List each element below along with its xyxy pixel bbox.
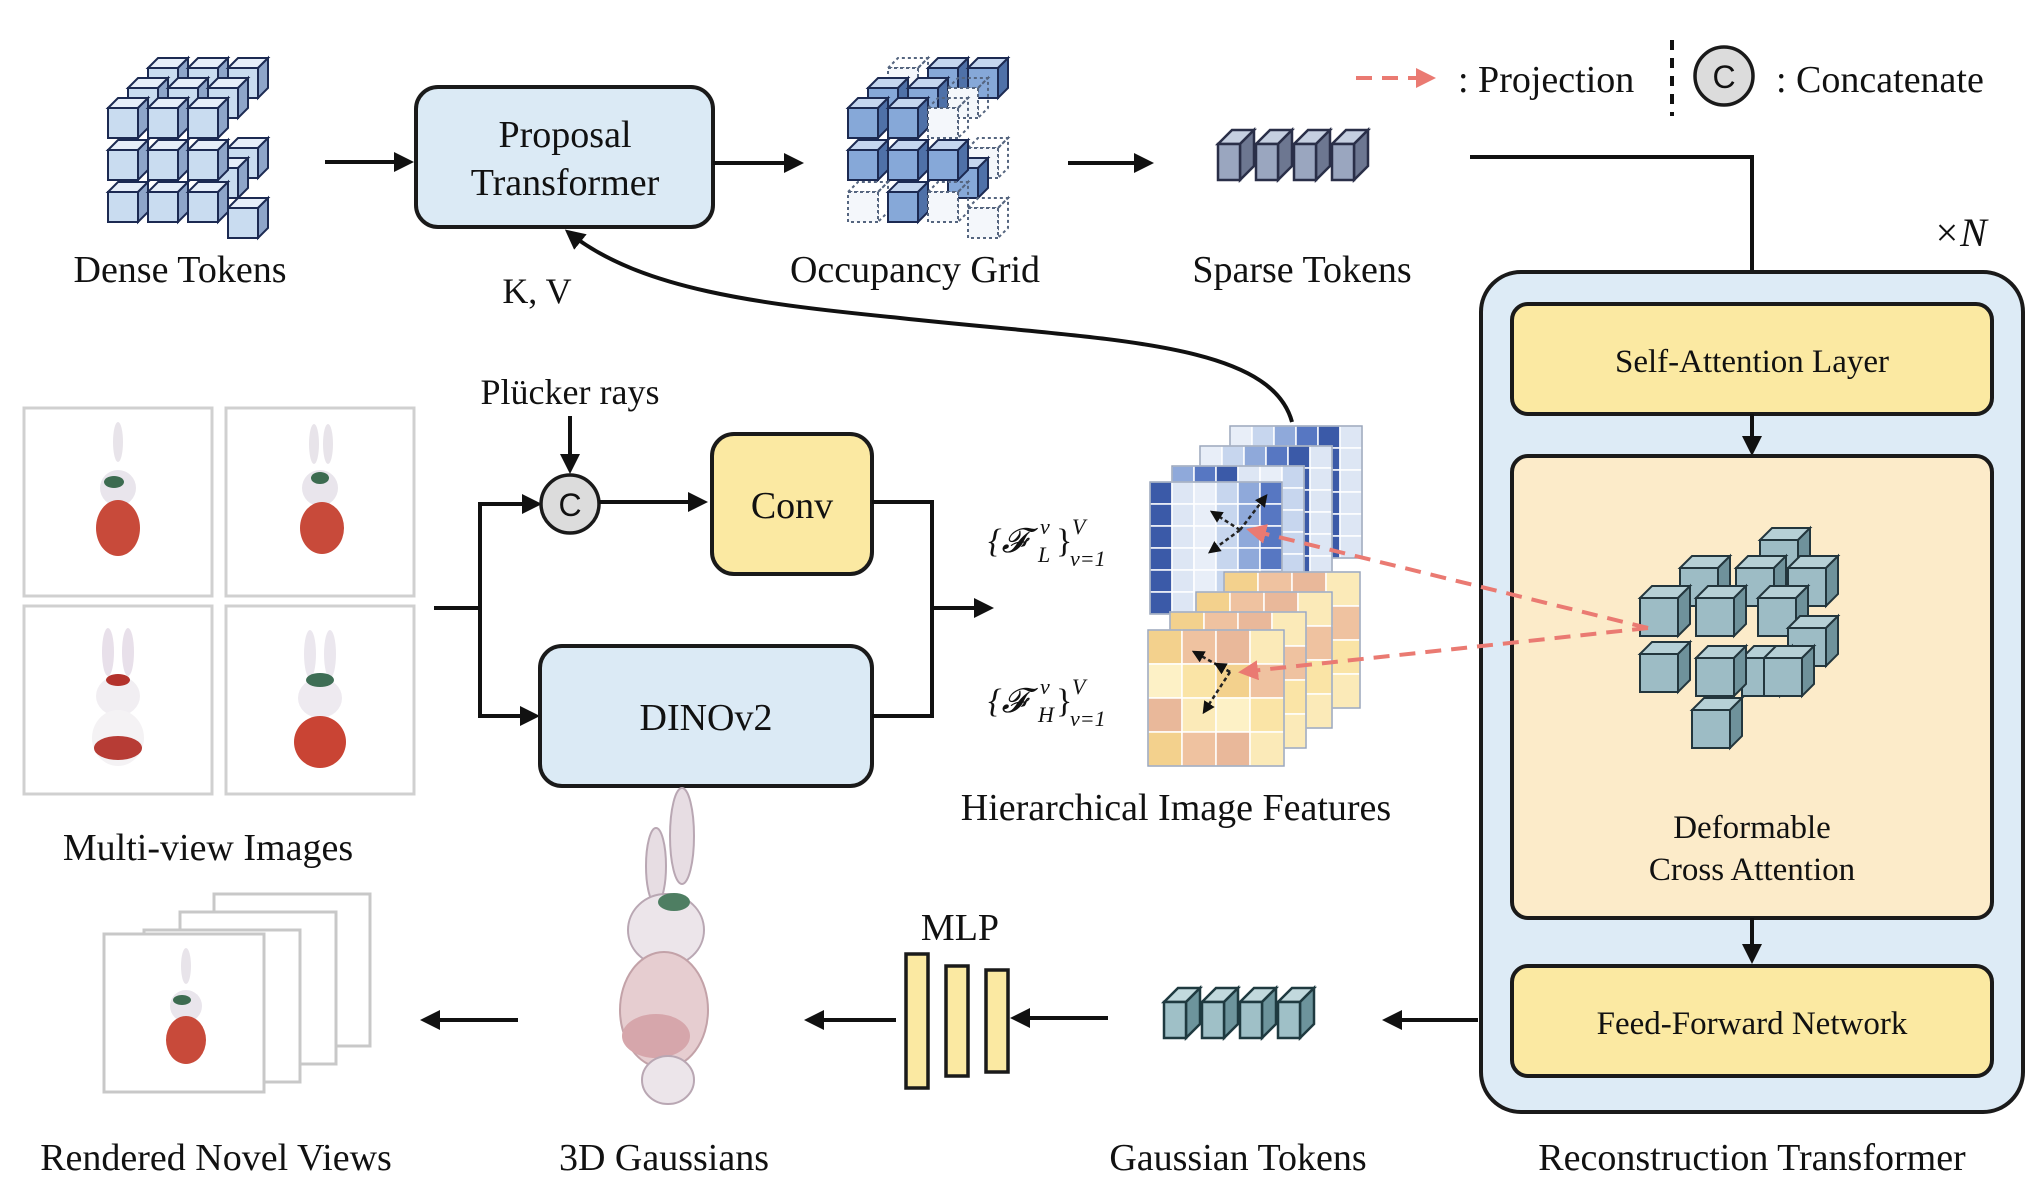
svg-text:}: } [1056,683,1072,720]
svg-text:V: V [1072,514,1088,539]
self-attention-label: Self-Attention Layer [1615,344,1889,380]
svg-text:v: v [1040,674,1050,699]
svg-text:{𝓕: {𝓕 [988,683,1039,720]
feature-low-label: {𝓕 v L } V v=1 [988,514,1106,571]
bunny-view-3 [92,628,144,766]
svg-text:v: v [1040,514,1050,539]
hierarchical-features-label: Hierarchical Image Features [961,787,1391,829]
plucker-rays-label: Plücker rays [481,372,660,412]
mlp-layers-icon [904,952,1010,1090]
projection-arrow-high [1238,626,1649,681]
feature-map-grid [1149,481,1283,615]
dense-tokens-label: Dense Tokens [74,249,287,291]
deformable-label-line2: Cross Attention [1649,852,1855,888]
feature-map-grid [1147,629,1285,767]
sampling-offset-arrow [1209,510,1241,532]
3d-gaussians-label: 3D Gaussians [559,1137,769,1179]
kv-label: K, V [502,271,571,311]
legend-projection-label: : Projection [1458,59,1634,101]
svg-text:v=1: v=1 [1070,706,1106,731]
legend-concat-symbol: C [1712,59,1735,95]
repeat-n-label: ×N [1933,210,1989,255]
reconstruction-transformer-label: Reconstruction Transformer [1538,1137,1966,1179]
svg-text:H: H [1037,702,1055,727]
sampling-offset-arrow [1207,528,1241,554]
bunny-view-4 [294,630,346,768]
arrow-to-concat [478,494,542,608]
gaussian-tokens-icon [1162,986,1316,1040]
feed-forward-box [1510,964,1994,1078]
conv-label: Conv [751,485,833,527]
high-level-feature-maps [1147,571,1361,767]
svg-text:V: V [1072,674,1088,699]
mlp-label: MLP [921,907,999,949]
occupancy-grid-icon [847,57,1009,239]
sparse-tokens-icon [1216,128,1370,182]
sampling-offset-arrow [1202,671,1232,715]
svg-text:}: } [1056,523,1072,560]
svg-text:v=1: v=1 [1070,546,1106,571]
concat-node-symbol: C [558,487,581,523]
occupancy-grid-label: Occupancy Grid [790,249,1040,291]
projection-arrow-low [1246,524,1649,630]
proposal-transformer-label-line1: Proposal [499,114,632,156]
proposal-transformer-label-line2: Transformer [471,162,660,204]
arrow-to-dinov2 [478,608,540,726]
legend-concat-circle [1693,45,1755,107]
arrow-sparse-to-reconstruction [1470,155,1762,302]
proposal-transformer-box [414,85,715,229]
svg-text:L: L [1037,542,1050,567]
dinov2-label: DINOv2 [640,697,773,739]
kv-feedback-curve [564,229,1294,423]
rendered-views-label: Rendered Novel Views [40,1137,392,1179]
bunny-view-1 [96,422,140,556]
feature-high-label: {𝓕 v H } V v=1 [988,674,1106,731]
deformable-label-line1: Deformable [1673,810,1831,846]
merge-bracket [872,500,934,718]
bunny-view-2 [300,424,344,554]
dense-tokens-cube-icon [107,57,269,239]
gaussian-bunny-icon [619,787,709,1105]
rendered-views-stack [102,892,372,1094]
sampling-offset-arrow [1213,662,1231,675]
sparse-tokens-label: Sparse Tokens [1192,249,1411,291]
gaussian-tokens-label: Gaussian Tokens [1109,1137,1366,1179]
multiview-images-grid [22,406,416,796]
svg-text:{𝓕: {𝓕 [988,523,1039,560]
legend-concat-label: : Concatenate [1776,59,1984,101]
sampling-offset-arrow [1239,494,1268,531]
multiview-images-label: Multi-view Images [63,827,353,869]
feed-forward-label: Feed-Forward Network [1597,1006,1908,1042]
